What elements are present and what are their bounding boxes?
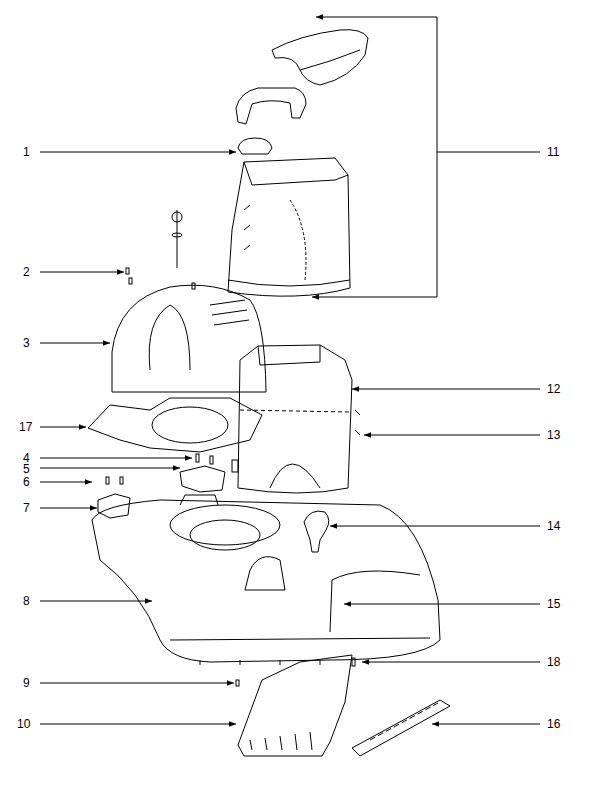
callout-number: 17 [18,420,33,434]
callout-number: 16 [546,717,561,731]
leader-lines [40,17,540,724]
callout-number: 11 [546,145,560,159]
callout-number: 5 [22,462,31,476]
callout-number: 7 [22,501,31,515]
callout-number: 6 [22,475,31,489]
callout-number: 8 [22,594,31,608]
bracket [437,17,540,297]
callout-number: 15 [546,597,561,611]
callout-number: 1 [22,145,31,159]
callout-number: 10 [16,717,31,731]
callout-number: 9 [22,676,31,690]
part-outlines [88,30,450,756]
callout-number: 12 [546,382,561,396]
callout-number: 13 [546,428,561,442]
callout-number: 2 [22,265,31,279]
callout-number: 14 [546,519,561,533]
callout-number: 3 [22,336,31,350]
callout-number: 18 [546,655,561,669]
